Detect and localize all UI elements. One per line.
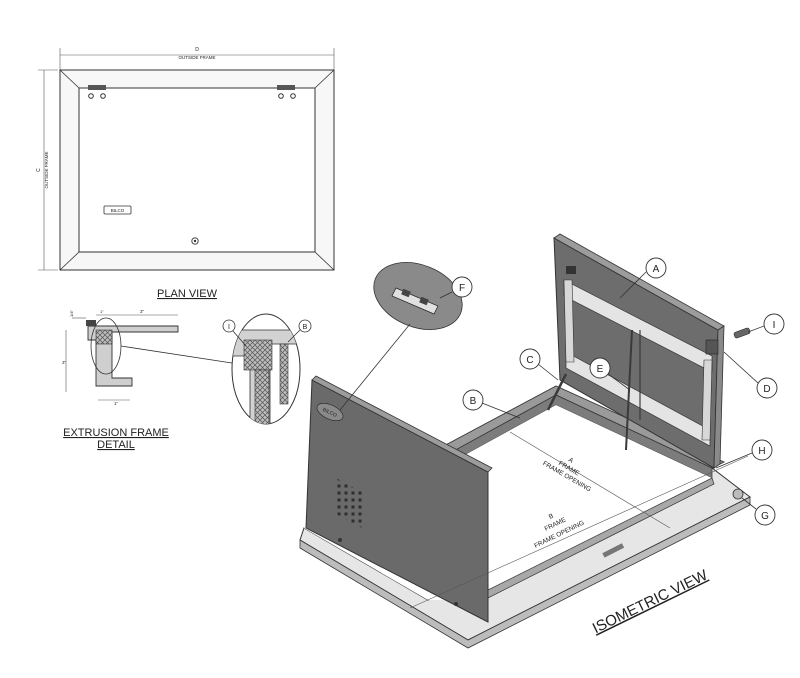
dim-b-letter: B — [548, 513, 555, 521]
hinge-icon — [88, 85, 106, 99]
callout-b: B — [462, 389, 521, 419]
callout-a-label: A — [653, 264, 660, 275]
dim-d-text: OUTSIDE FRAME — [178, 55, 215, 60]
callout-a: A — [619, 257, 667, 299]
callout-g-label: G — [761, 511, 769, 522]
callout-c-label: C — [526, 355, 533, 366]
callout-h-label: H — [758, 446, 765, 457]
slam-latch-icon — [733, 327, 751, 339]
dimension-c: C OUTSIDE FRAME — [36, 69, 58, 271]
hinge-icon — [277, 85, 296, 99]
dim-c-letter: C — [36, 168, 42, 172]
handle-label: BILCO — [111, 208, 125, 213]
plan-view: D OUTSIDE FRAME C OUTSIDE FRAME — [36, 47, 335, 300]
callout-e: E — [589, 357, 631, 391]
callout-b-detail: B — [287, 319, 312, 343]
dim-small-b: 1/4" — [69, 309, 74, 317]
callout-i-detail: I — [222, 319, 247, 347]
dimension-d: D OUTSIDE FRAME — [59, 47, 335, 70]
callout-c: C — [519, 348, 559, 381]
dim-a-letter: A — [567, 457, 575, 466]
callout-b-label: B — [470, 396, 477, 407]
handle-icon: BILCO — [103, 205, 132, 215]
detail-f — [339, 262, 463, 411]
plan-view-title: PLAN VIEW — [157, 288, 218, 300]
door-logo: BILCO — [322, 407, 338, 419]
dim-side: 3" — [62, 360, 67, 365]
isometric-view: BILCO A FRAME FRAME OPENING B FRAME FRAM… — [299, 233, 751, 649]
dim-d-letter: D — [195, 47, 199, 53]
callout-i: I — [747, 313, 785, 335]
dim-small-a: 1" — [100, 309, 104, 314]
callout-f-label: F — [459, 283, 465, 294]
callout-i-detail-label: I — [228, 324, 230, 331]
inner-frame — [78, 87, 316, 253]
extrusion-frame-detail: 1/4" 1" 3" 3" 1" EXTRUSION FRAME DETAIL — [62, 309, 246, 451]
callouts: A B C D E F G — [222, 257, 785, 526]
dim-top: 3" — [140, 309, 145, 314]
callout-d: D — [723, 351, 778, 399]
callout-f: F — [439, 276, 473, 299]
callout-i-label: I — [773, 320, 776, 331]
lock-icon — [191, 237, 199, 245]
extrusion-title-line1: EXTRUSION FRAME — [63, 427, 169, 439]
callout-d-label: D — [763, 384, 770, 395]
extrusion-title-line2: DETAIL — [97, 439, 135, 451]
dim-c-text: OUTSIDE FRAME — [44, 151, 49, 188]
dim-bottom: 1" — [114, 401, 119, 406]
callout-g: G — [741, 497, 776, 526]
vent-grille — [336, 478, 362, 528]
enlarged-detail — [231, 313, 301, 425]
callout-b-detail-label: B — [303, 324, 308, 331]
callout-e-label: E — [597, 364, 604, 375]
callout-h: H — [715, 439, 773, 469]
